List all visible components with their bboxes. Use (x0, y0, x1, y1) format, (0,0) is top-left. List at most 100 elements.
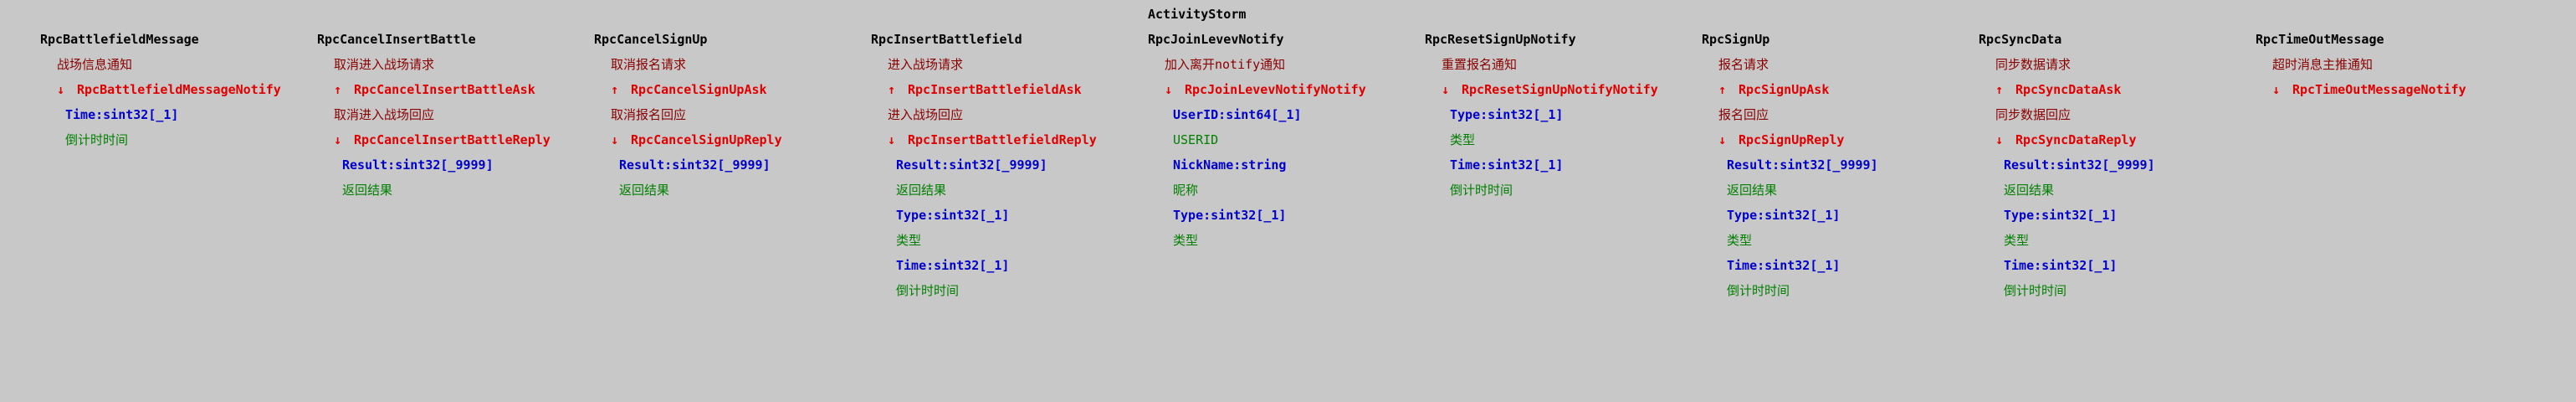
rpc-column: RpcCancelSignUp 取消报名请求 ↑ RpcCancelSignUpAsk… (594, 27, 870, 203)
message-name: ↓ RpcInsertBattlefieldReply (871, 127, 1147, 152)
message-label: RpcJoinLevevNotifyNotify (1185, 82, 1366, 97)
rpc-name: RpcSignUp (1702, 32, 1770, 47)
description-text: 同步数据请求 (1995, 57, 2072, 72)
description-text: 进入战场请求 (888, 57, 964, 72)
field-description: 返回结果 (1727, 183, 1778, 198)
rpc-column: RpcResetSignUpNotify 重置报名通知 ↓ RpcResetSignU… (1425, 27, 1701, 203)
description-text: 同步数据回应 (1995, 107, 2072, 122)
arrow-down-icon: ↓ (888, 132, 896, 147)
field-description: 返回结果 (896, 183, 947, 198)
message-label: RpcInsertBattlefieldReply (908, 132, 1097, 147)
rpc-name: RpcBattlefieldMessage (40, 32, 199, 47)
message-name: ↓ RpcResetSignUpNotifyNotify (1425, 77, 1701, 102)
description-text: 报名回应 (1718, 107, 1769, 122)
field-definition: Result:sint32[_9999] (2004, 157, 2155, 173)
field-description: 倒计时时间 (1727, 283, 1790, 298)
message-label: RpcBattlefieldMessageNotify (77, 82, 281, 97)
description-text: 超时消息主推通知 (2272, 57, 2374, 72)
field-description: 倒计时时间 (896, 283, 960, 298)
message-name: ↓ RpcSyncDataReply (1979, 127, 2255, 152)
description-text: 取消报名回应 (611, 107, 687, 122)
field-definition: UserID:sint64[_1] (1173, 107, 1302, 122)
field-definition: Time:sint32[_1] (65, 107, 179, 122)
description-text: 重置报名通知 (1442, 57, 1518, 72)
field-definition: Type:sint32[_1] (1173, 208, 1287, 223)
arrow-down-icon: ↓ (1442, 82, 1450, 97)
arrow-down-icon: ↓ (611, 132, 619, 147)
message-name: ↓ RpcCancelSignUpReply (594, 127, 870, 152)
arrow-up-icon: ↑ (334, 82, 342, 97)
message-label: RpcSyncDataReply (2015, 132, 2137, 147)
rpc-name: RpcSyncData (1979, 32, 2062, 47)
field-definition: Type:sint32[_1] (1450, 107, 1564, 122)
field-description: 倒计时时间 (2004, 283, 2067, 298)
message-label: RpcCancelInsertBattleAsk (354, 82, 535, 97)
field-description: 类型 (896, 233, 922, 248)
arrow-down-icon: ↓ (1718, 132, 1727, 147)
field-definition: Time:sint32[_1] (1727, 258, 1841, 273)
diagram-title: ActivityStorm (1148, 7, 1247, 22)
message-label: RpcResetSignUpNotifyNotify (1462, 82, 1658, 97)
rpc-column: RpcSignUp 报名请求 ↑ RpcSignUpAsk 报名回应 ↓ RpcSignUp… (1702, 27, 1978, 303)
message-label: RpcSignUpAsk (1739, 82, 1830, 97)
message-label: RpcCancelSignUpAsk (631, 82, 767, 97)
field-definition: Result:sint32[_9999] (896, 157, 1047, 173)
description-text: 取消进入战场请求 (334, 57, 435, 72)
rpc-column: RpcInsertBattlefield 进入战场请求 ↑ RpcInsertBatt… (871, 27, 1147, 303)
rpc-column: RpcBattlefieldMessage 战场信息通知 ↓RpcBattlefie… (40, 27, 316, 152)
field-description: USERID (1173, 132, 1219, 147)
field-description: 倒计时时间 (1450, 183, 1513, 198)
field-description: 类型 (1727, 233, 1753, 248)
message-name: ↑ RpcInsertBattlefieldAsk (871, 77, 1147, 102)
field-definition: Time:sint32[_1] (2004, 258, 2118, 273)
field-definition: Result:sint32[_9999] (619, 157, 771, 173)
description-text: 取消进入战场回应 (334, 107, 435, 122)
arrow-down-icon: ↓ (334, 132, 342, 147)
rpc-name: RpcCancelSignUp (594, 32, 708, 47)
message-label: RpcInsertBattlefieldAsk (908, 82, 1082, 97)
field-definition: NickName:string (1173, 157, 1287, 173)
rpc-name: RpcTimeOutMessage (2256, 32, 2384, 47)
field-definition: Time:sint32[_1] (896, 258, 1010, 273)
rpc-column: RpcCancelInsertBattle 取消进入战场请求 ↑ RpcCancelI… (317, 27, 593, 203)
message-name: ↓RpcBattlefieldMessageNotify (40, 77, 316, 102)
description-text: 取消报名请求 (611, 57, 687, 72)
message-label: RpcCancelInsertBattleReply (354, 132, 551, 147)
field-description: 昵称 (1173, 183, 1199, 198)
message-name: ↓RpcTimeOutMessageNotify (2256, 77, 2532, 102)
description-text: 报名请求 (1718, 57, 1769, 72)
field-definition: Type:sint32[_1] (2004, 208, 2118, 223)
description-text: 加入离开notify通知 (1165, 57, 1286, 72)
message-label: RpcSignUpReply (1739, 132, 1845, 147)
message-name: ↓RpcJoinLevevNotifyNotify (1148, 77, 1424, 102)
field-definition: Result:sint32[_9999] (1727, 157, 1878, 173)
arrow-down-icon: ↓ (1995, 132, 2004, 147)
arrow-up-icon: ↑ (1718, 82, 1727, 97)
message-name: ↑ RpcCancelSignUpAsk (594, 77, 870, 102)
field-definition: Result:sint32[_9999] (342, 157, 494, 173)
message-name: ↑ RpcSyncDataAsk (1979, 77, 2255, 102)
rpc-name: RpcCancelInsertBattle (317, 32, 476, 47)
field-description: 返回结果 (2004, 183, 2055, 198)
rpc-name: RpcJoinLevevNotify (1148, 32, 1284, 47)
field-description: 类型 (1450, 132, 1476, 147)
rpc-column: RpcJoinLevevNotify 加入离开notify通知 ↓RpcJoinLe… (1148, 27, 1424, 253)
message-label: RpcSyncDataAsk (2015, 82, 2122, 97)
field-description: 返回结果 (342, 183, 393, 198)
rpc-column: RpcTimeOutMessage 超时消息主推通知 ↓RpcTimeOutMess… (2256, 27, 2532, 102)
arrow-up-icon: ↑ (888, 82, 896, 97)
message-name: ↓ RpcSignUpReply (1702, 127, 1978, 152)
field-description: 倒计时时间 (65, 132, 129, 147)
description-text: 战场信息通知 (57, 57, 133, 72)
arrow-down-icon: ↓ (2272, 82, 2281, 97)
message-name: ↑ RpcCancelInsertBattleAsk (317, 77, 593, 102)
field-definition: Type:sint32[_1] (1727, 208, 1841, 223)
message-name: ↑ RpcSignUpAsk (1702, 77, 1978, 102)
rpc-name: RpcInsertBattlefield (871, 32, 1022, 47)
rpc-name: RpcResetSignUpNotify (1425, 32, 1576, 47)
arrow-up-icon: ↑ (1995, 82, 2004, 97)
field-description: 类型 (2004, 233, 2030, 248)
message-label: RpcCancelSignUpReply (631, 132, 782, 147)
arrow-up-icon: ↑ (611, 82, 619, 97)
